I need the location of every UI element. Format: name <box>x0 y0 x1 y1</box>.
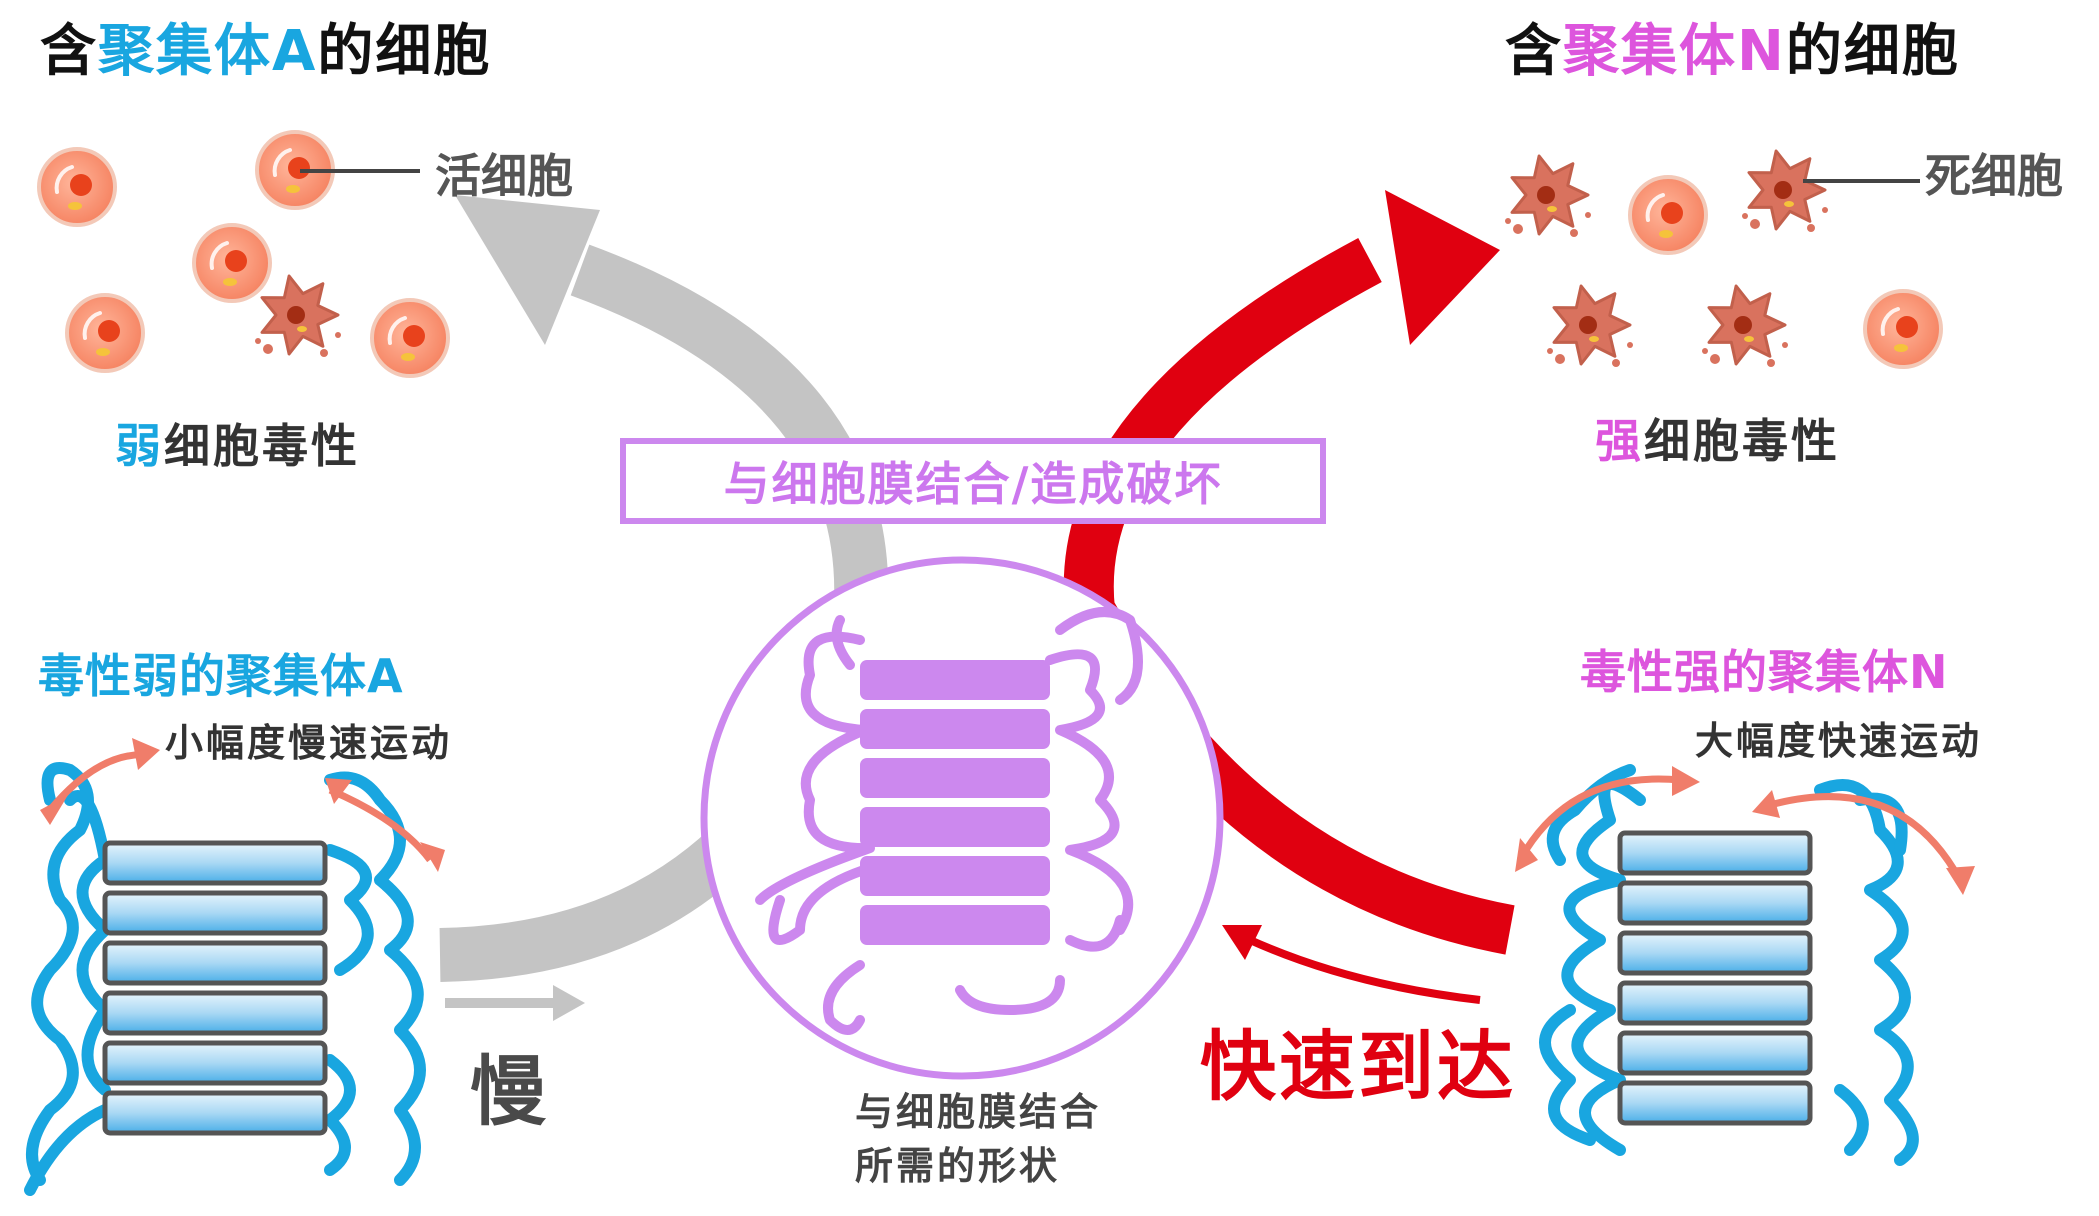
fast-arrival-label: 快速到达 <box>1200 1022 1516 1111</box>
right-title-suffix: 的细胞 <box>1785 19 1960 84</box>
weak-toxicity-highlight: 弱 <box>115 419 164 473</box>
aggregate-n-title: 毒性强的聚集体N <box>1580 645 1949 699</box>
right-title-highlight: 聚集体N <box>1563 19 1786 84</box>
right-title-prefix: 含 <box>1505 19 1563 84</box>
left-title-suffix: 的细胞 <box>317 19 492 84</box>
binding-shape-caption: 与细胞膜结合 所需的形状 <box>855 1085 1101 1193</box>
binding-shape-caption-line2: 所需的形状 <box>855 1144 1061 1188</box>
strong-toxicity-rest: 细胞毒性 <box>1644 414 1840 468</box>
aggregate-n-motion: 大幅度快速运动 <box>1695 719 1983 763</box>
aggregate-n-structure <box>1515 764 1975 1166</box>
aggregate-a-motion: 小幅度慢速运动 <box>165 721 453 765</box>
slow-small-arrow <box>445 985 585 1021</box>
weak-toxicity-label: 弱细胞毒性 <box>115 410 360 476</box>
aggregate-a-structure <box>24 738 445 1196</box>
strong-toxicity-highlight: 强 <box>1595 414 1644 468</box>
fast-small-arrow <box>1222 925 1481 1004</box>
strong-toxicity-label: 强细胞毒性 <box>1595 405 1840 471</box>
weak-toxicity-rest: 细胞毒性 <box>164 419 360 473</box>
binding-shape-caption-line1: 与细胞膜结合 <box>855 1090 1102 1134</box>
left-title-highlight: 聚集体A <box>98 19 318 84</box>
dead-cell-label: 死细胞 <box>1925 149 2063 203</box>
live-cell-label: 活细胞 <box>435 149 573 203</box>
slow-label: 慢 <box>470 1047 546 1136</box>
left-title-prefix: 含 <box>40 19 98 84</box>
aggregate-a-title: 毒性弱的聚集体A <box>38 649 404 703</box>
right-title: 含聚集体N的细胞 <box>1505 6 1960 87</box>
left-title: 含聚集体A的细胞 <box>40 6 491 87</box>
membrane-binding-box: 与细胞膜结合/造成破坏 <box>620 438 1326 524</box>
binding-shape-aggregate <box>700 556 1224 1080</box>
